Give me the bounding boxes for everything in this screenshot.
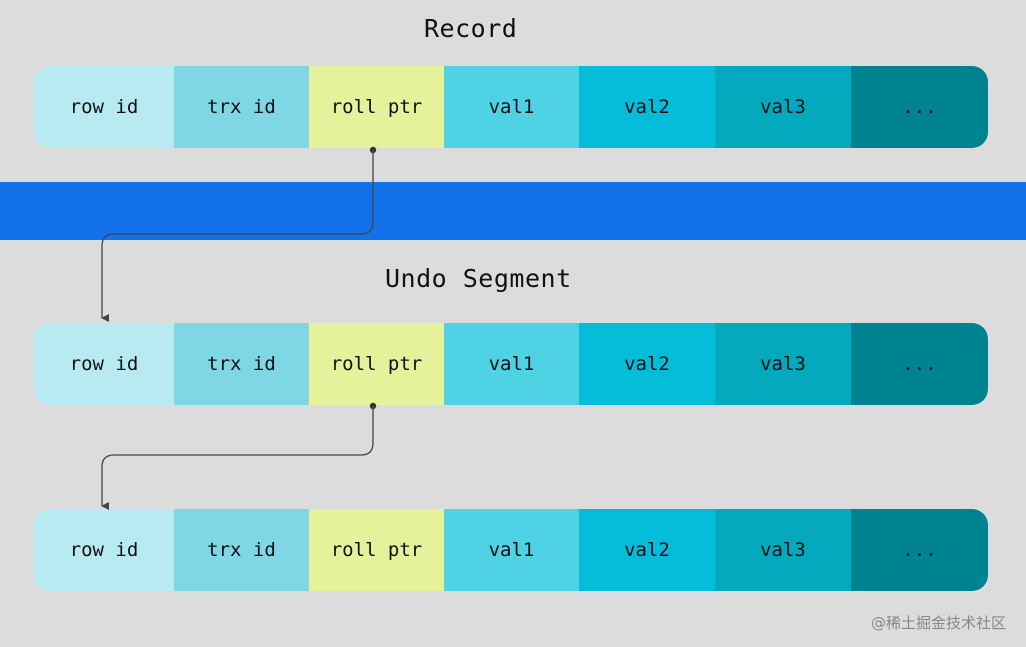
val2-cell: val2 — [579, 509, 715, 591]
ellipsis-cell: ... — [851, 509, 988, 591]
val1-cell: val1 — [444, 509, 579, 591]
val1-cell: val1 — [444, 66, 579, 148]
ellipsis-cell: ... — [851, 66, 988, 148]
record-row: row id trx id roll ptr val1 val2 val3 ..… — [34, 66, 988, 148]
val3-cell: val3 — [715, 323, 851, 405]
watermark-text: @稀土掘金技术社区 — [870, 614, 1006, 632]
undo-row-2: row id trx id roll ptr val1 val2 val3 ..… — [34, 509, 988, 591]
ellipsis-cell: ... — [851, 323, 988, 405]
undo-segment-title: Undo Segment — [385, 264, 572, 293]
val3-cell: val3 — [715, 66, 851, 148]
val1-cell: val1 — [444, 323, 579, 405]
row-id-cell: row id — [34, 66, 174, 148]
val3-cell: val3 — [715, 509, 851, 591]
row-id-cell: row id — [34, 323, 174, 405]
roll-ptr-cell: roll ptr — [309, 323, 444, 405]
val2-cell: val2 — [579, 66, 715, 148]
undo-row-1: row id trx id roll ptr val1 val2 val3 ..… — [34, 323, 988, 405]
val2-cell: val2 — [579, 323, 715, 405]
roll-ptr-cell: roll ptr — [309, 66, 444, 148]
pointer-arrow-2 — [101, 406, 374, 510]
trx-id-cell: trx id — [174, 323, 309, 405]
row-id-cell: row id — [34, 509, 174, 591]
pointer-arrow-1 — [101, 150, 374, 322]
roll-ptr-cell: roll ptr — [309, 509, 444, 591]
separator-band — [0, 182, 1026, 240]
record-title: Record — [424, 14, 518, 43]
trx-id-cell: trx id — [174, 509, 309, 591]
trx-id-cell: trx id — [174, 66, 309, 148]
